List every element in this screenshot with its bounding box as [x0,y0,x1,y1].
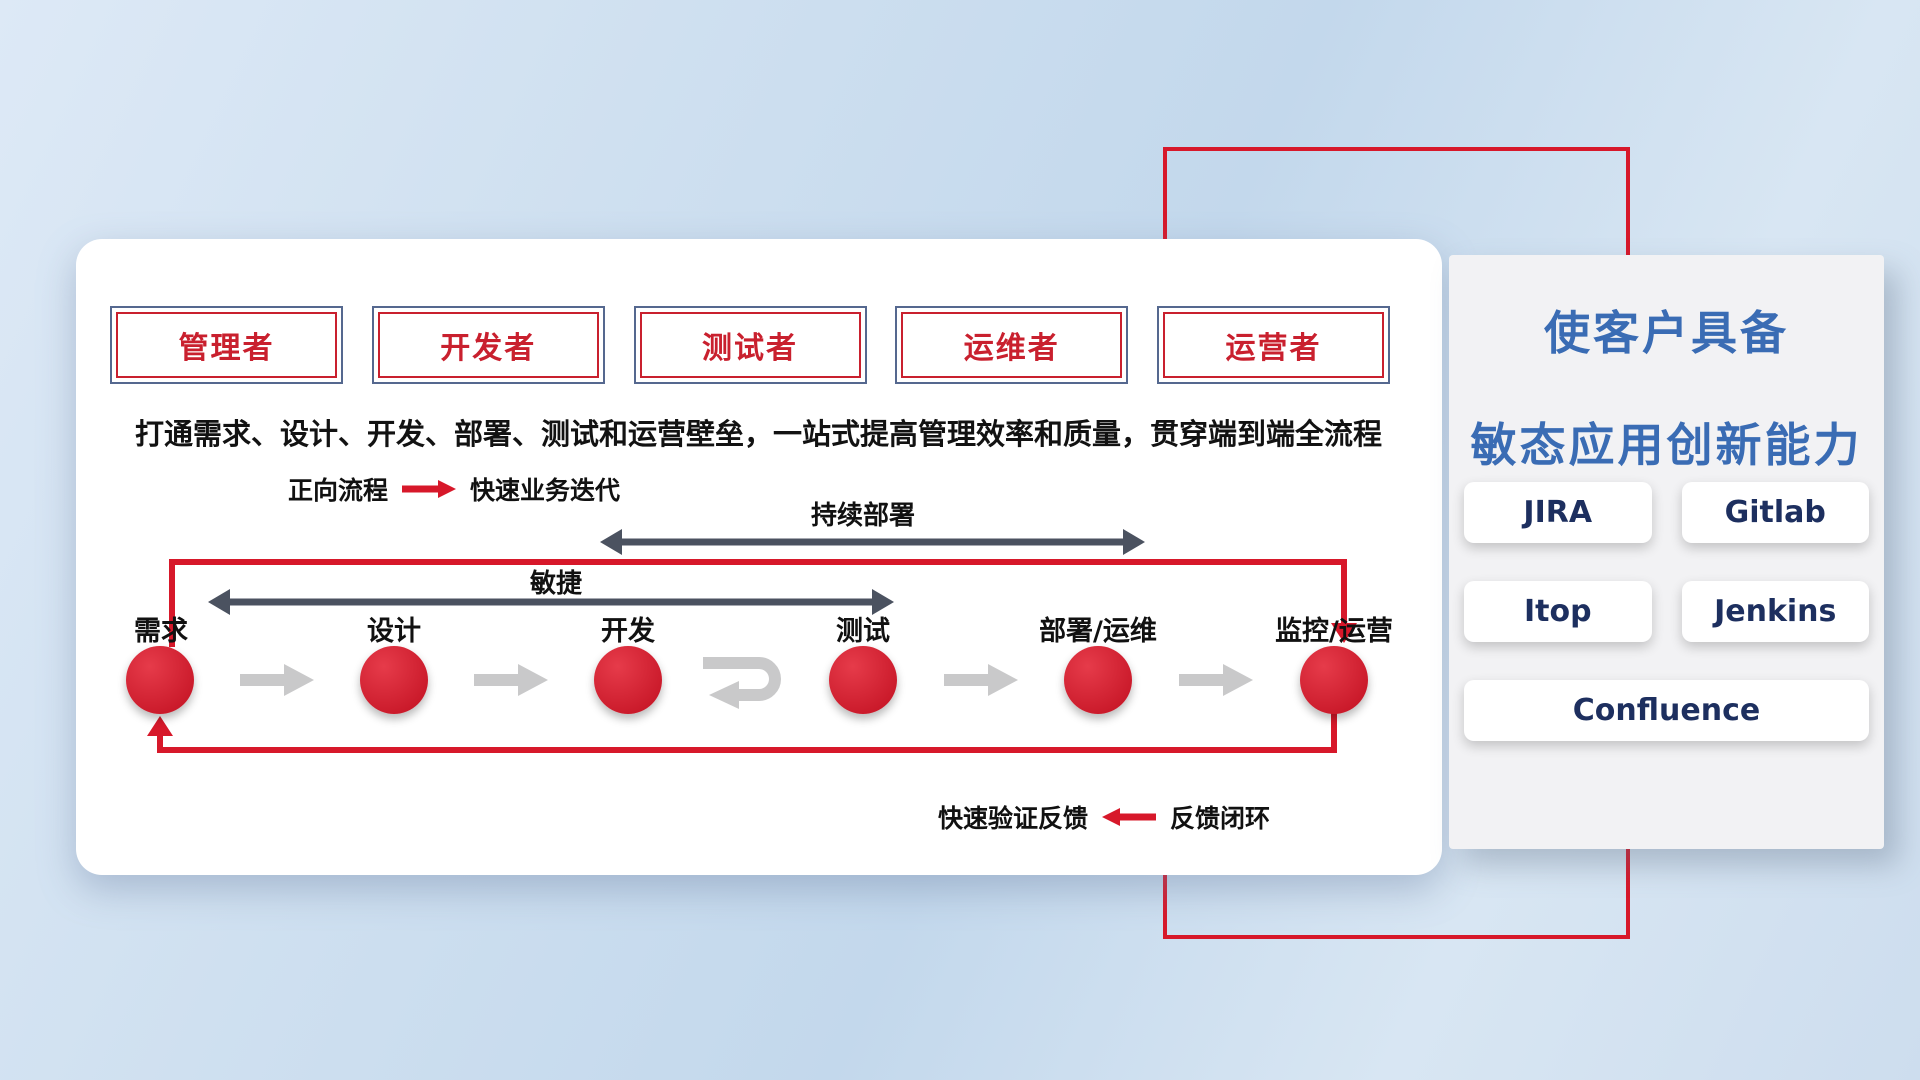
role-label-manager: 管理者 [116,312,337,378]
feedback-legend: 快速验证反馈 反馈闭环 [938,799,1270,835]
continuous-deploy-label: 持续部署 [810,501,916,531]
devops-flow-panel: 管理者 开发者 测试者 运维者 运营者 打通需求、设计、开发、部署、测试和运营壁… [76,239,1442,875]
stage-label-deploy-ops: 部署/运维 [1039,616,1157,647]
iteration-loop-icon [693,647,797,713]
red-arrowhead-down-icon [1331,623,1357,643]
tool-chip-gitlab: Gitlab [1681,482,1869,543]
arrow-right-red-icon [402,475,457,504]
flow-arrow-icon [474,664,548,696]
tool-chip-confluence: Confluence [1464,680,1869,741]
role-box-ops: 运维者 [895,306,1129,384]
red-loop-bottom-right-vertical [1331,712,1337,753]
stage-node-monitor-ops [1300,646,1368,714]
arrow-left-red-icon [1102,803,1157,832]
stage-label-monitor-ops: 监控/运营 [1275,616,1393,647]
tool-chip-itop: Itop [1464,581,1652,642]
tools-panel-title: 使客户具备 敏态应用创新能力 [1449,255,1884,475]
roles-row: 管理者 开发者 测试者 运维者 运营者 [110,306,1390,384]
role-label-ops: 运维者 [901,312,1123,378]
stage-label-test: 测试 [836,616,890,647]
stage-node-requirements [126,646,194,714]
feedback-legend-value: 反馈闭环 [1170,804,1271,833]
red-loop-top-left-vertical [169,559,175,647]
role-label-tester: 测试者 [639,312,861,378]
role-label-operator: 运营者 [1163,312,1384,378]
role-box-tester: 测试者 [633,306,867,384]
flow-subtitle: 打通需求、设计、开发、部署、测试和运营壁垒，一站式提高管理效率和质量，贯穿端到端… [135,417,1383,451]
red-loop-top-horizontal [169,559,1347,565]
agile-arrow [208,589,894,615]
stage-label-requirements: 需求 [134,616,188,647]
tools-grid: JIRA Gitlab Itop Jenkins Confluence [1464,482,1869,741]
red-loop-bottom-horizontal [157,747,1337,753]
role-box-operator: 运营者 [1157,306,1390,384]
flow-arrow-icon [240,664,314,696]
role-label-developer: 开发者 [377,312,599,378]
stage-node-develop [594,646,662,714]
red-arrowhead-up-icon [147,716,173,736]
flow-arrow-icon [1179,664,1253,696]
role-box-manager: 管理者 [110,306,343,384]
stage-label-develop: 开发 [601,616,655,647]
forward-legend: 正向流程 快速业务迭代 [288,471,620,507]
forward-legend-label: 正向流程 [288,476,389,505]
red-loop-top-right-vertical [1341,559,1347,625]
feedback-legend-label: 快速验证反馈 [938,804,1089,833]
tool-chip-jenkins: Jenkins [1681,581,1869,642]
stage-label-design: 设计 [367,616,421,647]
forward-legend-value: 快速业务迭代 [470,476,621,505]
role-box-developer: 开发者 [371,306,605,384]
stage-node-deploy-ops [1064,646,1132,714]
tools-panel: 使客户具备 敏态应用创新能力 JIRA Gitlab Itop Jenkins … [1449,255,1884,849]
stage-node-test [829,646,897,714]
flow-arrow-icon [944,664,1018,696]
tools-panel-title-line1: 使客户具备 [1544,306,1789,360]
stage-node-design [360,646,428,714]
continuous-deploy-arrow [600,529,1145,555]
tools-panel-title-line2: 敏态应用创新能力 [1470,418,1863,472]
red-loop-bottom-left-vertical [157,734,163,753]
tool-chip-jira: JIRA [1464,482,1652,543]
